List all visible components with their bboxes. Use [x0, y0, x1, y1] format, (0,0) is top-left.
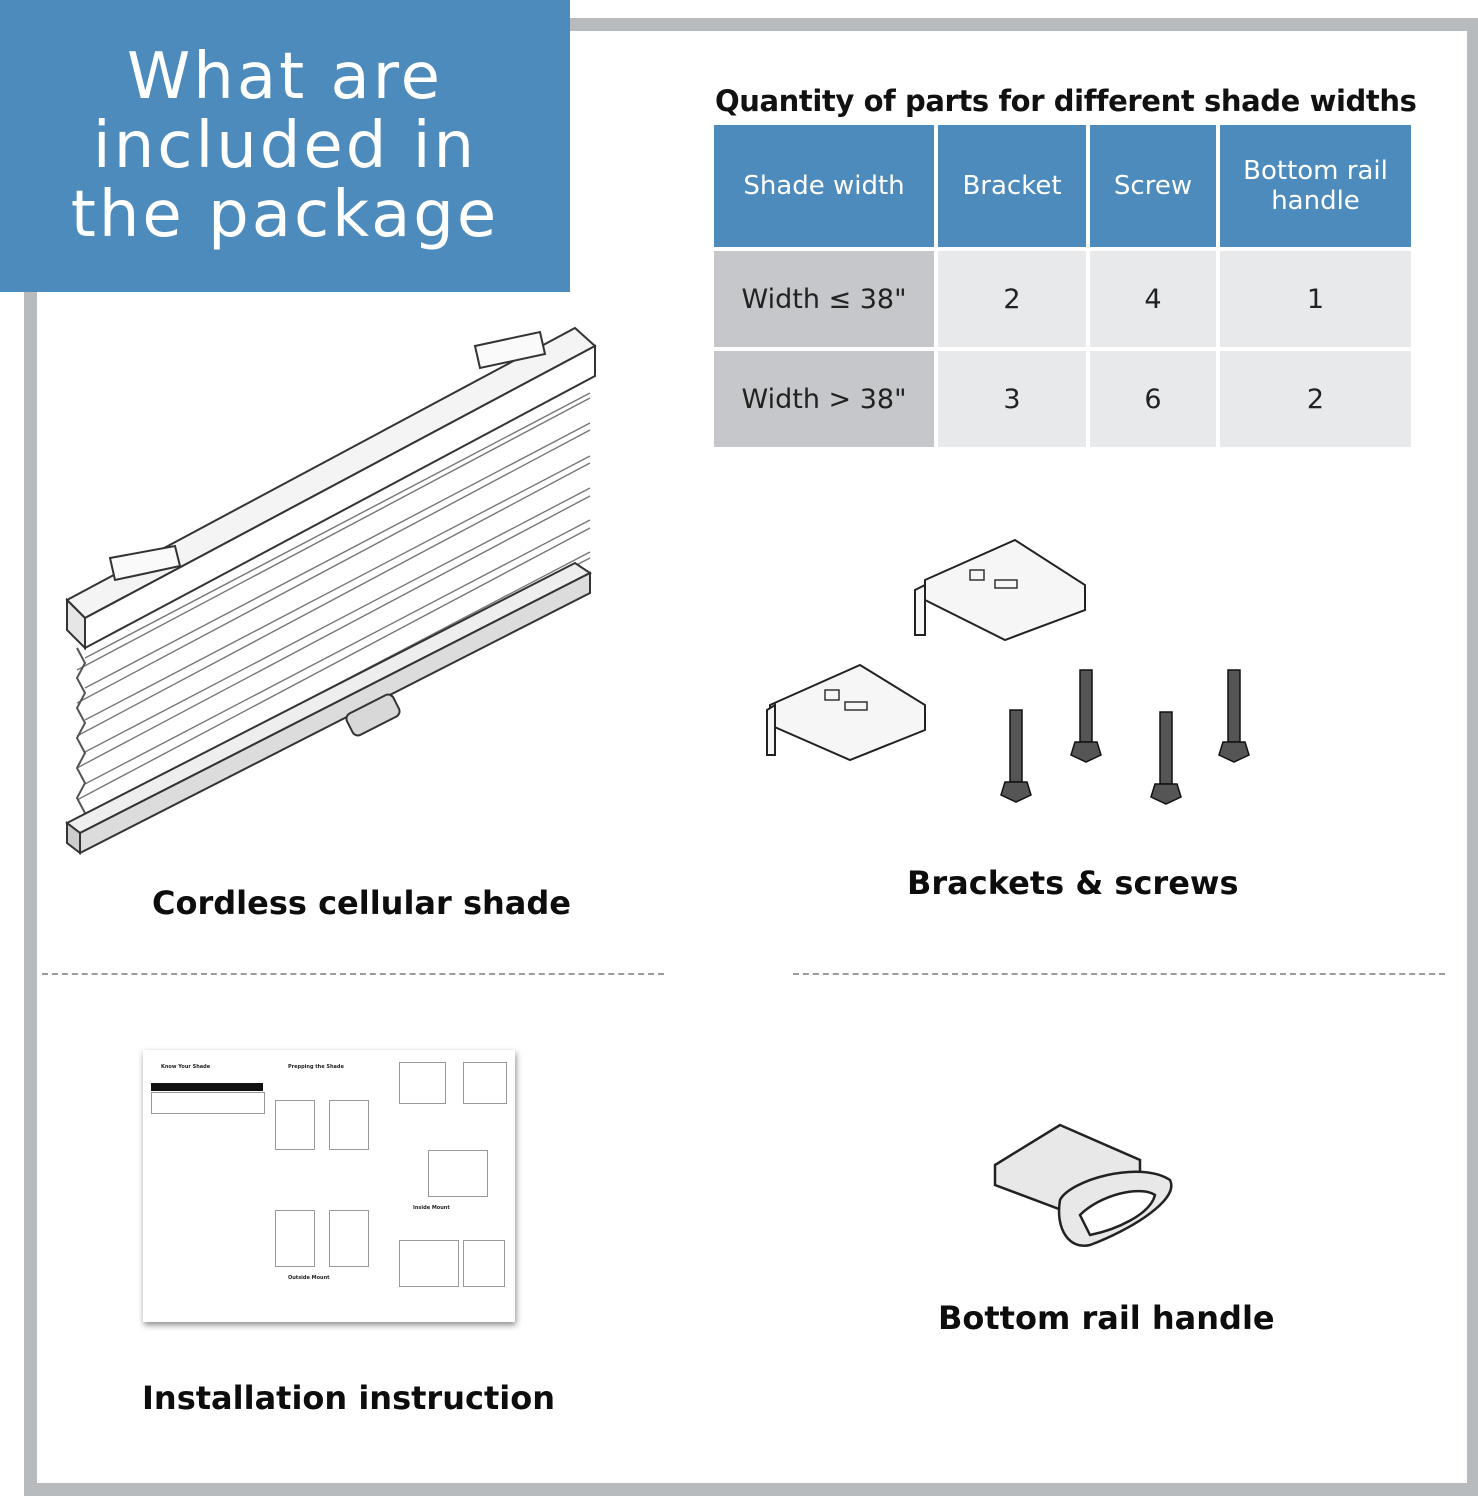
screw-icons: [1000, 669, 1250, 805]
table-cell: 6: [1090, 351, 1216, 447]
table-cell: 2: [1220, 351, 1411, 447]
caption-installation-instruction: Installation instruction: [142, 1379, 555, 1417]
manual-figure: [399, 1240, 459, 1287]
manual-figure: [275, 1210, 315, 1267]
manual-figure: [275, 1100, 315, 1150]
manual-figure: [463, 1240, 505, 1287]
table-cell: 3: [938, 351, 1086, 447]
row-label: Width > 38": [714, 351, 934, 447]
cellular-shade-illustration: [65, 326, 597, 856]
installation-manual-thumbnail: Know Your Shade Prepping the Shade Insid…: [143, 1050, 515, 1322]
manual-table-header: [151, 1083, 263, 1091]
header-screw: Screw: [1090, 125, 1216, 247]
caption-brackets-screws: Brackets & screws: [907, 864, 1239, 902]
divider-right: [793, 973, 1445, 975]
manual-figure: [428, 1150, 488, 1197]
table-row: Width > 38" 3 6 2: [714, 351, 1411, 447]
table-cell: 4: [1090, 251, 1216, 347]
caption-cordless-cellular-shade: Cordless cellular shade: [152, 884, 571, 922]
manual-figure: [463, 1062, 507, 1104]
bottom-rail-handle-illustration: [993, 1123, 1173, 1248]
manual-table: [151, 1092, 265, 1114]
title-banner: What are included in the package: [0, 0, 570, 292]
manual-figure: [329, 1100, 369, 1150]
brackets-and-screws-illustration: [766, 538, 1250, 805]
header-bracket: Bracket: [938, 125, 1086, 247]
row-label: Width ≤ 38": [714, 251, 934, 347]
header-shade-width: Shade width: [714, 125, 934, 247]
manual-heading-prepping: Prepping the Shade: [288, 1064, 344, 1070]
caption-bottom-rail-handle: Bottom rail handle: [938, 1299, 1275, 1337]
manual-heading-outside: Outside Mount: [288, 1275, 330, 1281]
table-header-row: Shade width Bracket Screw Bottom rail ha…: [714, 125, 1411, 247]
manual-heading-inside: Inside Mount: [413, 1205, 450, 1211]
manual-figure: [399, 1062, 446, 1104]
divider-left: [42, 973, 664, 975]
page-title: What are included in the package: [70, 39, 500, 252]
table-row: Width ≤ 38" 2 4 1: [714, 251, 1411, 347]
table-title: Quantity of parts for different shade wi…: [715, 84, 1417, 118]
manual-figure: [329, 1210, 369, 1267]
manual-heading-know: Know Your Shade: [161, 1064, 211, 1070]
table-cell: 2: [938, 251, 1086, 347]
table-cell: 1: [1220, 251, 1411, 347]
header-bottom-rail-handle: Bottom rail handle: [1220, 125, 1411, 247]
parts-table: Shade width Bracket Screw Bottom rail ha…: [710, 121, 1415, 451]
